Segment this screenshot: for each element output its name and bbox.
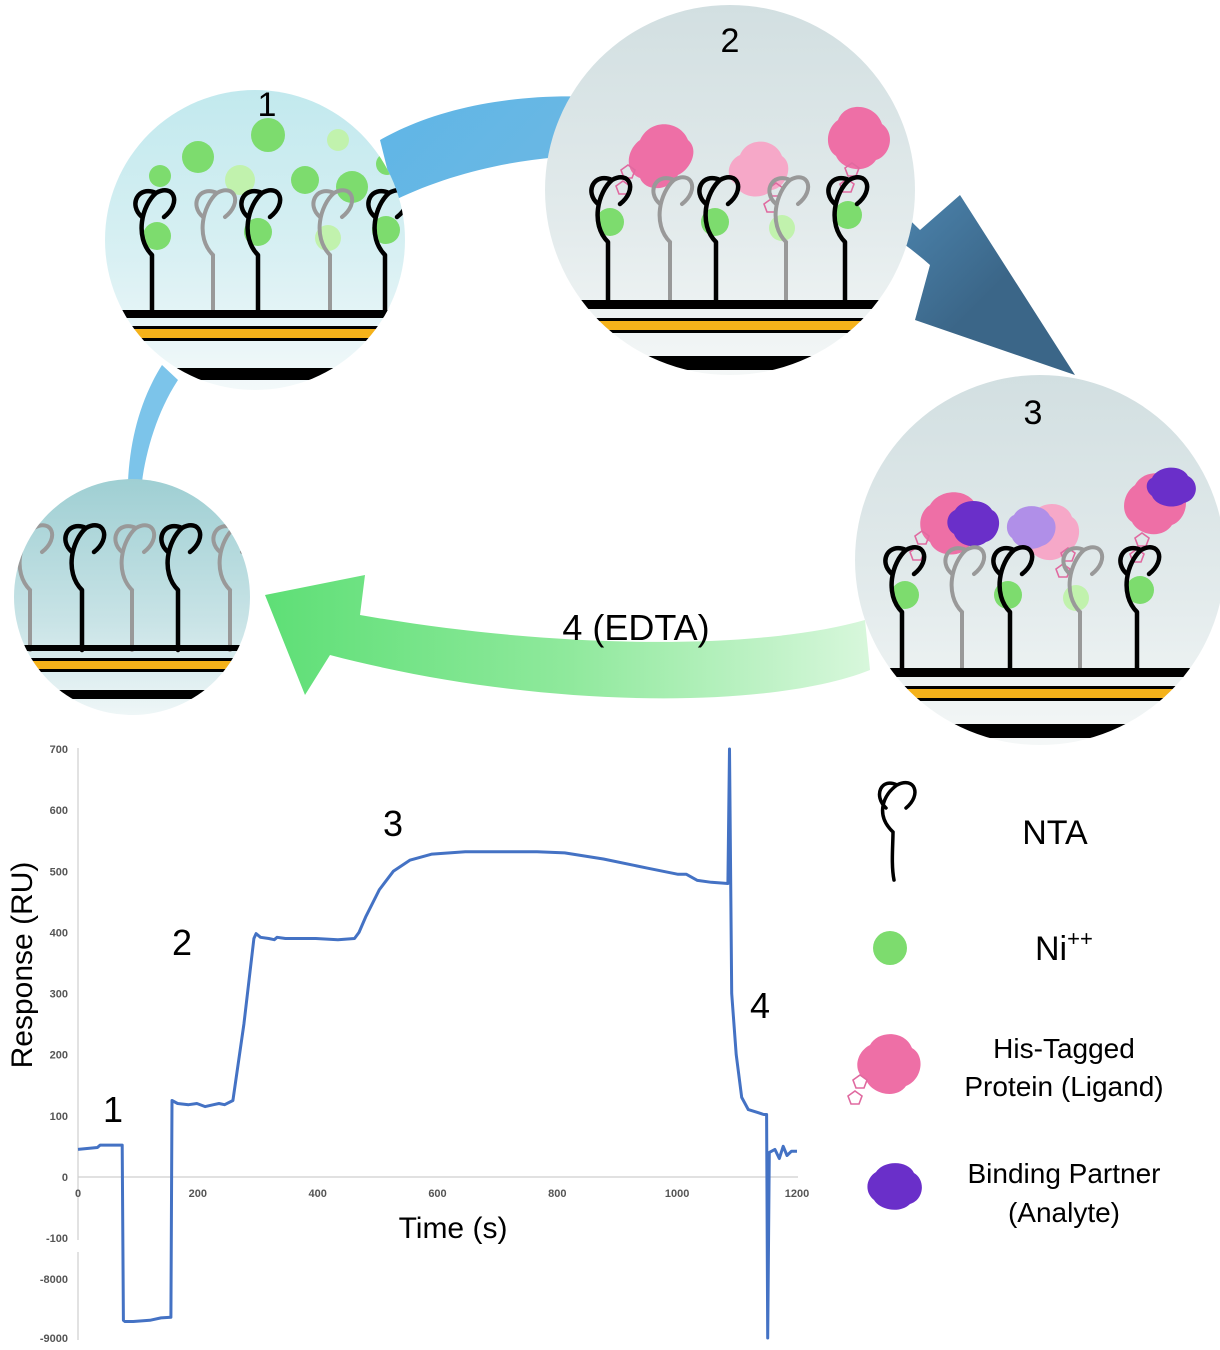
stage-2-panel: 2 bbox=[545, 5, 915, 375]
y-tick-labels: 700 600 500 400 300 200 100 0 -100 bbox=[46, 744, 68, 1245]
phase-annotation-2: 2 bbox=[172, 922, 192, 963]
arrow-step-4-to-1 bbox=[128, 365, 178, 482]
ligand-protein bbox=[827, 106, 890, 170]
stage-3-label: 3 bbox=[1024, 394, 1043, 432]
arrow-edta bbox=[265, 575, 870, 699]
phase-annotation-3: 3 bbox=[383, 803, 403, 844]
y-tick-label: -9000 bbox=[40, 1333, 68, 1345]
legend-nickel-symbol: Ni bbox=[1035, 930, 1067, 968]
legend-nickel-charge: ++ bbox=[1067, 926, 1093, 951]
ligand-protein bbox=[628, 124, 694, 189]
x-tick-label: 0 bbox=[75, 1188, 81, 1200]
phase-annotations: 1 2 3 4 bbox=[103, 803, 770, 1130]
legend-nickel-icon bbox=[873, 931, 907, 965]
y-tick-label: 500 bbox=[50, 866, 68, 878]
x-tick-label: 800 bbox=[548, 1188, 566, 1200]
y-tick-label: 100 bbox=[50, 1111, 68, 1123]
legend: NTA Ni++ His-Tagged Protein (Ligand) Bin… bbox=[847, 781, 1164, 1228]
stage-4-panel bbox=[14, 479, 250, 715]
response-trace bbox=[77, 747, 797, 1340]
stage-1-label: 1 bbox=[258, 86, 277, 124]
stage-4-edta-label: 4 (EDTA) bbox=[562, 607, 709, 648]
x-axis-label: Time (s) bbox=[399, 1212, 508, 1245]
phase-annotation-1: 1 bbox=[103, 1089, 123, 1130]
legend-ligand-line1: His-Tagged bbox=[993, 1033, 1135, 1064]
legend-nta-icon bbox=[877, 781, 917, 882]
y-tick-label: 200 bbox=[50, 1050, 68, 1062]
legend-analyte-icon bbox=[867, 1163, 922, 1210]
y-tick-label: 0 bbox=[62, 1172, 68, 1184]
analyte-protein bbox=[947, 501, 1000, 547]
x-tick-label: 1000 bbox=[665, 1188, 689, 1200]
y-tick-label: 700 bbox=[50, 744, 68, 756]
analyte-protein-light bbox=[1006, 506, 1056, 549]
legend-nta-label: NTA bbox=[1022, 814, 1088, 852]
legend-nickel-label: Ni++ bbox=[1035, 926, 1093, 968]
x-tick-label: 400 bbox=[308, 1188, 326, 1200]
y-tick-label: 600 bbox=[50, 805, 68, 817]
x-tick-label: 200 bbox=[189, 1188, 207, 1200]
legend-ligand-icon bbox=[847, 1034, 921, 1105]
y-tick-label: -8000 bbox=[40, 1274, 68, 1286]
legend-analyte-line2: (Analyte) bbox=[1008, 1197, 1120, 1228]
y-tick-label: 300 bbox=[50, 989, 68, 1001]
phase-annotation-4: 4 bbox=[750, 985, 770, 1026]
analyte-protein bbox=[1146, 467, 1196, 507]
x-tick-label: 600 bbox=[428, 1188, 446, 1200]
stage-3-panel: 3 bbox=[855, 375, 1220, 745]
stage-2-label: 2 bbox=[721, 22, 740, 60]
y-axis-label: Response (RU) bbox=[6, 862, 39, 1069]
y-tick-label: -100 bbox=[46, 1233, 68, 1245]
y-tick-label: 400 bbox=[50, 927, 68, 939]
x-tick-label: 1200 bbox=[785, 1188, 809, 1200]
legend-analyte-line1: Binding Partner bbox=[967, 1158, 1160, 1189]
stage-1-panel: 1 bbox=[105, 86, 405, 390]
x-tick-labels: 0 200 400 600 800 1000 1200 bbox=[75, 1188, 809, 1200]
y-tick-labels-lower: -8000 -9000 bbox=[40, 1274, 68, 1345]
legend-ligand-line2: Protein (Ligand) bbox=[964, 1071, 1163, 1102]
